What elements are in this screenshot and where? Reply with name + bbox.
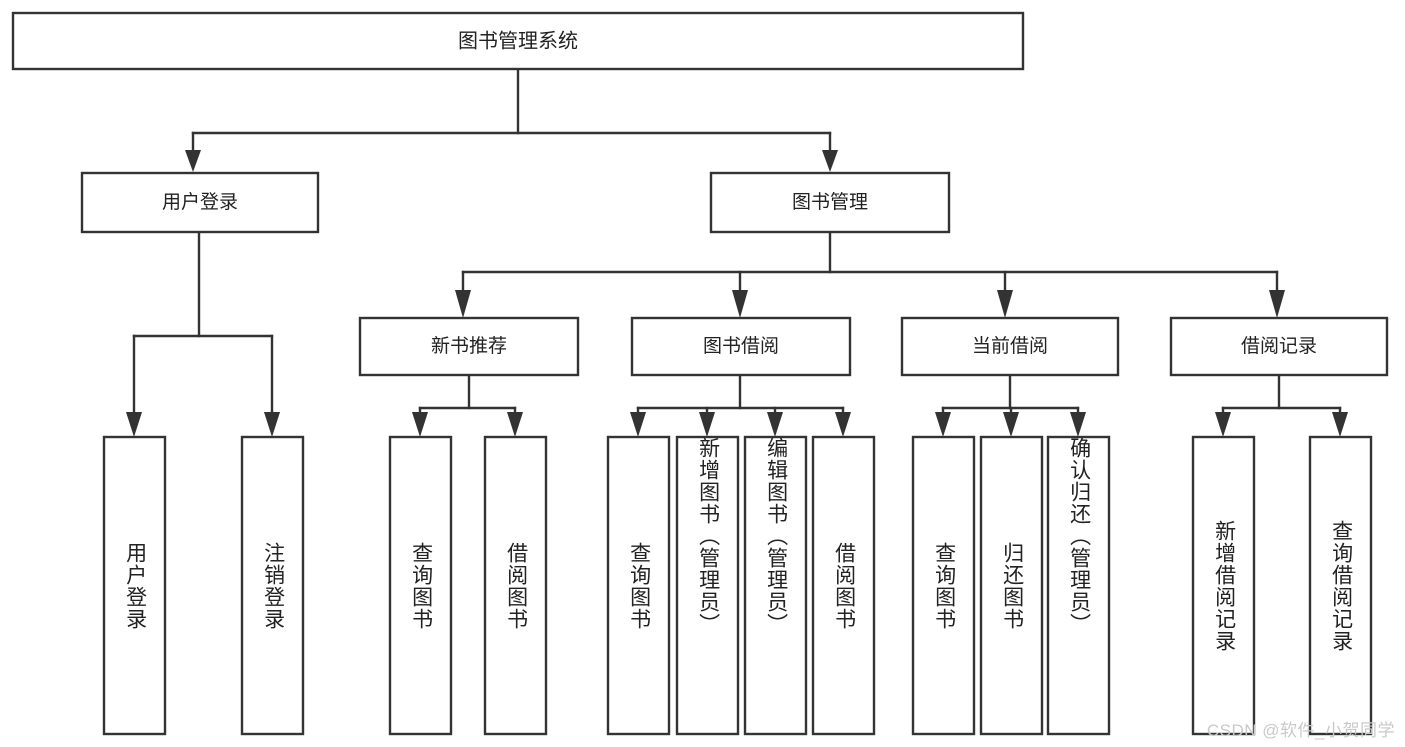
arrow-book-manage bbox=[822, 150, 838, 172]
node-book-manage-box[interactable] bbox=[709, 171, 951, 234]
arrow-leaf-borrowrecord-2 bbox=[1332, 412, 1348, 437]
leaf-boxes-user-login bbox=[102, 435, 305, 736]
arrow-currentborrow bbox=[997, 290, 1013, 318]
leaf-box-current-borrow-1[interactable] bbox=[911, 435, 976, 736]
arrow-leaf-currentborrow-3 bbox=[1070, 412, 1086, 437]
leaf-box-book-borrow-4[interactable] bbox=[811, 435, 876, 736]
leaf-boxes-new-book-recommend bbox=[388, 435, 548, 736]
connector-newbook-to-leaves bbox=[412, 373, 523, 437]
node-new-book-recommend-box[interactable] bbox=[358, 316, 580, 377]
node-book-borrow[interactable]: 图书借阅 bbox=[630, 316, 852, 377]
node-user-login-box[interactable] bbox=[80, 171, 320, 234]
node-current-borrow-label: 当前借阅 bbox=[972, 335, 1048, 357]
watermark-text: CSDN @软件_小贺同学 bbox=[1206, 721, 1395, 740]
node-book-borrow-box[interactable] bbox=[630, 316, 852, 377]
node-root-label: 图书管理系统 bbox=[458, 29, 578, 52]
leaf-box-book-borrow-2[interactable] bbox=[675, 435, 740, 736]
leaf-box-new-book-1[interactable] bbox=[388, 435, 453, 736]
arrow-leaf-bookborrow-2 bbox=[699, 412, 715, 437]
arrow-leaf-bookborrow-3 bbox=[767, 412, 783, 437]
node-borrow-record-box[interactable] bbox=[1169, 316, 1389, 377]
node-new-book-recommend[interactable]: 新书推荐 bbox=[358, 316, 580, 377]
arrow-leaf-borrowrecord-1 bbox=[1215, 412, 1231, 437]
leaf-box-current-borrow-3[interactable] bbox=[1046, 435, 1111, 736]
connector-bookmanage-to-level2 bbox=[455, 230, 1285, 318]
arrow-leaf-newbook-2 bbox=[507, 412, 523, 437]
node-root-box[interactable] bbox=[11, 11, 1025, 71]
connector-bookborrow-to-leaves bbox=[630, 373, 851, 437]
leaf-box-current-borrow-2[interactable] bbox=[979, 435, 1044, 736]
node-current-borrow[interactable]: 当前借阅 bbox=[900, 316, 1120, 377]
leaf-box-user-login-1[interactable] bbox=[102, 435, 167, 736]
arrow-borrowrecord bbox=[1269, 290, 1285, 318]
node-book-manage[interactable]: 图书管理 bbox=[709, 171, 951, 234]
arrow-leaf-currentborrow-1 bbox=[935, 412, 951, 437]
leaf-box-book-borrow-1[interactable] bbox=[606, 435, 671, 736]
leaf-boxes-borrow-record bbox=[1191, 435, 1373, 736]
node-borrow-record[interactable]: 借阅记录 bbox=[1169, 316, 1389, 377]
connector-root-to-level1 bbox=[185, 68, 838, 172]
arrow-bookborrow bbox=[732, 290, 748, 318]
leaf-box-borrow-record-1[interactable] bbox=[1191, 435, 1256, 736]
arrow-leaf-bookborrow-4 bbox=[835, 412, 851, 437]
leaf-box-book-borrow-3[interactable] bbox=[743, 435, 808, 736]
arrow-user-login bbox=[185, 150, 201, 172]
connector-borrowrecord-to-leaves bbox=[1215, 373, 1348, 437]
arrow-leaf-user-login-1 bbox=[126, 412, 142, 437]
leaf-box-user-login-2[interactable] bbox=[240, 435, 305, 736]
connector-userlogin-to-leaves bbox=[126, 230, 280, 437]
arrow-leaf-currentborrow-2 bbox=[1003, 412, 1019, 437]
node-borrow-record-label: 借阅记录 bbox=[1241, 335, 1317, 357]
arrow-leaf-newbook-1 bbox=[412, 412, 428, 437]
leaf-boxes-current-borrow bbox=[911, 435, 1111, 736]
arrow-newbook bbox=[455, 290, 471, 318]
node-root[interactable]: 图书管理系统 bbox=[11, 11, 1025, 71]
node-book-borrow-label: 图书借阅 bbox=[703, 335, 779, 357]
arrow-leaf-bookborrow-1 bbox=[630, 412, 646, 437]
node-current-borrow-box[interactable] bbox=[900, 316, 1120, 377]
leaf-boxes-book-borrow bbox=[606, 435, 876, 736]
leaf-box-new-book-2[interactable] bbox=[483, 435, 548, 736]
node-user-login-label: 用户登录 bbox=[162, 191, 238, 213]
node-new-book-recommend-label: 新书推荐 bbox=[431, 335, 507, 357]
leaf-box-borrow-record-2[interactable] bbox=[1308, 435, 1373, 736]
connector-currentborrow-to-leaves bbox=[935, 373, 1086, 437]
arrow-leaf-user-login-2 bbox=[264, 412, 280, 437]
node-book-manage-label: 图书管理 bbox=[792, 191, 868, 213]
node-user-login[interactable]: 用户登录 bbox=[80, 171, 320, 234]
